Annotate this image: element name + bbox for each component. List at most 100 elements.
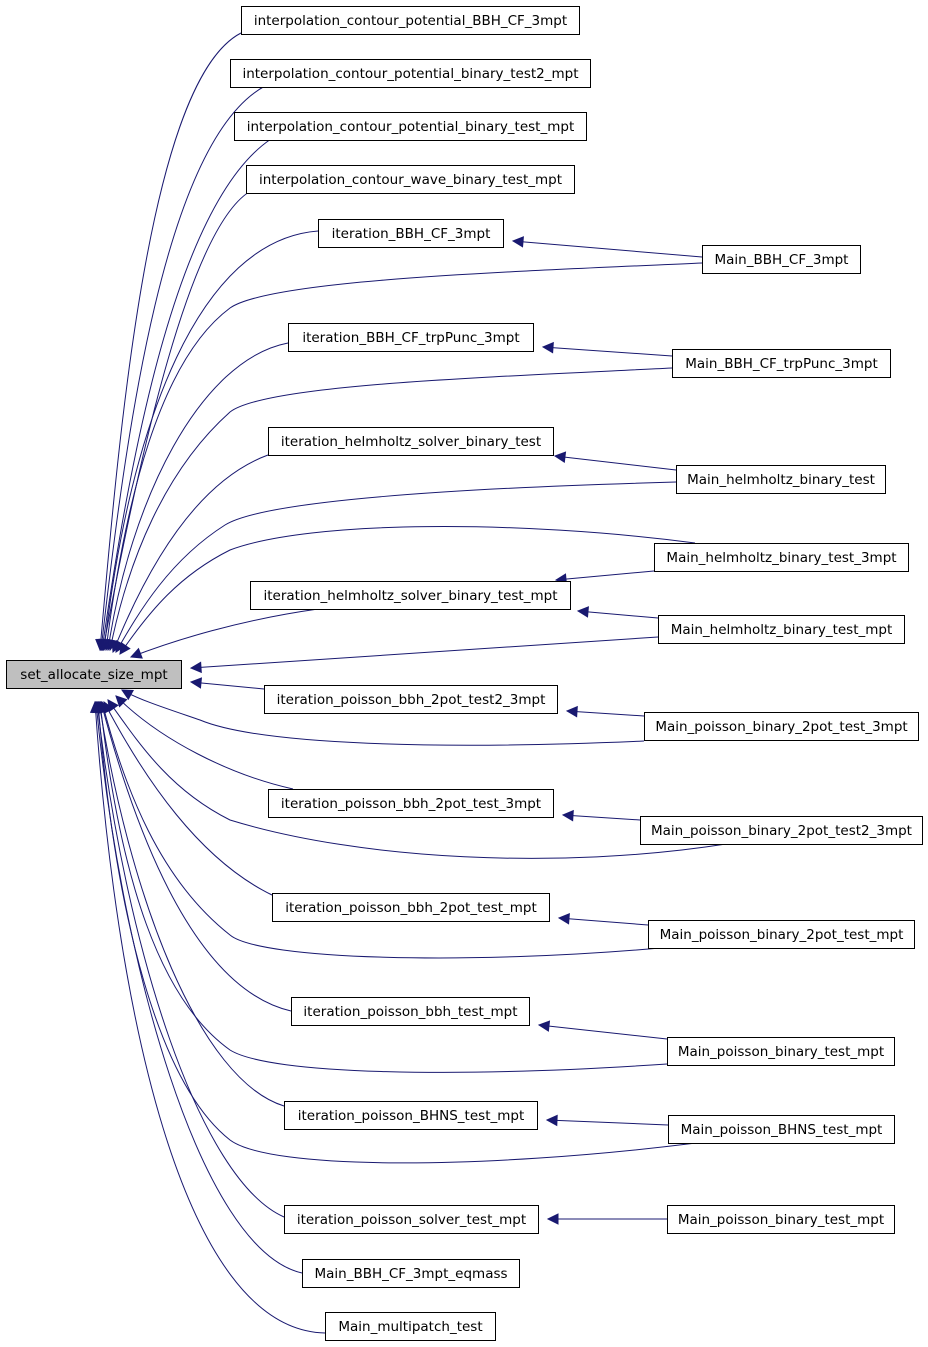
node-n-it-p2t2[interactable]: iteration_poisson_bbh_2pot_test2_3mpt (264, 685, 558, 714)
node-label: iteration_poisson_solver_test_mpt (297, 1212, 526, 1228)
node-box (672, 349, 891, 378)
edge-line (558, 917, 649, 926)
arrowhead (565, 705, 578, 718)
node-n-m-pb1[interactable]: Main_poisson_binary_test_mpt (667, 1037, 895, 1066)
node-n-m-helm[interactable]: Main_helmholtz_binary_test (676, 465, 886, 494)
node-n-m-multi[interactable]: Main_multipatch_test (325, 1312, 496, 1341)
node-n-icw-bt[interactable]: interpolation_contour_wave_binary_test_m… (246, 165, 575, 194)
edge-n_m_helm-to-n_it_helm (553, 451, 677, 471)
node-n-it-bbh[interactable]: iteration_BBH_CF_3mpt (318, 219, 504, 248)
node-label: iteration_poisson_bbh_test_mpt (303, 1004, 517, 1020)
node-label: Main_BBH_CF_trpPunc_3mpt (685, 356, 878, 372)
node-box (268, 427, 554, 456)
node-n-m-helm-mpt[interactable]: Main_helmholtz_binary_test_mpt (658, 615, 905, 644)
node-box (648, 920, 915, 949)
node-label: Main_poisson_binary_2pot_test_mpt (660, 927, 904, 943)
node-box (658, 615, 905, 644)
edge-line (101, 701, 661, 959)
node-n-it-p2t3[interactable]: iteration_poisson_bbh_2pot_test_3mpt (268, 789, 554, 818)
root-node[interactable]: set_allocate_size_mpt (6, 660, 182, 689)
node-n-icp-bbh[interactable]: interpolation_contour_potential_BBH_CF_3… (241, 6, 580, 35)
node-n-it-helm-mpt[interactable]: iteration_helmholtz_solver_binary_test_m… (250, 581, 571, 610)
node-label: Main_helmholtz_binary_test_3mpt (666, 550, 896, 566)
edge-line (554, 455, 677, 471)
node-box (644, 712, 919, 741)
node-label: interpolation_contour_potential_binary_t… (242, 66, 578, 82)
node-label: iteration_helmholtz_solver_binary_test (281, 434, 541, 450)
node-box (288, 323, 534, 352)
arrowhead (557, 913, 570, 925)
node-box (667, 1037, 895, 1066)
node-label: iteration_BBH_CF_3mpt (332, 226, 491, 242)
edge-line (103, 701, 273, 896)
edge-n_it_pbbh-to-root (98, 700, 292, 1012)
node-n-m-p2t3[interactable]: Main_poisson_binary_2pot_test_3mpt (644, 712, 919, 741)
edge-line (115, 481, 677, 653)
arrowhead (576, 606, 589, 618)
node-box (302, 1259, 520, 1288)
edge-n_m_multi-to-root (89, 700, 326, 1334)
node-n-it-ps[interactable]: iteration_poisson_solver_test_mpt (284, 1205, 539, 1234)
edge-n_it_p2tm-to-root (103, 701, 273, 896)
arrowhead (119, 642, 131, 655)
node-label: set_allocate_size_mpt (20, 667, 167, 683)
node-n-it-p2tm[interactable]: iteration_poisson_bbh_2pot_test_mpt (272, 893, 550, 922)
node-box (676, 465, 886, 494)
arrowhead (189, 661, 202, 674)
node-box (6, 660, 182, 689)
edge-line (95, 701, 303, 1274)
edge-n_m_helm-to-root (115, 481, 677, 653)
edge-n_it_bhns-to-root (94, 700, 285, 1107)
node-n-m-bbh[interactable]: Main_BBH_CF_3mpt (702, 245, 861, 274)
edge-n_m_bbh_eq-to-root (91, 700, 303, 1274)
node-label: Main_poisson_BHNS_test_mpt (681, 1122, 883, 1138)
arrowhead (537, 1020, 551, 1032)
node-n-m-pb2[interactable]: Main_poisson_binary_test_mpt (667, 1205, 895, 1234)
edge-line (105, 262, 703, 651)
node-box (654, 543, 909, 572)
node-box (702, 245, 861, 274)
node-n-m-bhns[interactable]: Main_poisson_BHNS_test_mpt (668, 1115, 895, 1144)
arrowhead (115, 695, 128, 708)
node-label: iteration_poisson_bbh_2pot_test2_3mpt (277, 692, 546, 708)
node-box (291, 997, 530, 1026)
node-n-m-p2t23[interactable]: Main_poisson_binary_2pot_test2_3mpt (640, 816, 923, 845)
arrowhead (541, 341, 554, 354)
node-label: Main_BBH_CF_3mpt (715, 252, 849, 268)
arrowhead (546, 1213, 559, 1225)
node-n-m-bbh-eq[interactable]: Main_BBH_CF_3mpt_eqmass (302, 1259, 520, 1288)
node-n-icp-bt[interactable]: interpolation_contour_potential_binary_t… (234, 112, 587, 141)
node-box (668, 1115, 895, 1144)
node-label: iteration_poisson_bbh_2pot_test_3mpt (281, 796, 541, 812)
node-box (250, 581, 571, 610)
edge-line (538, 1024, 668, 1040)
edge-line (96, 701, 285, 1218)
node-box (268, 789, 554, 818)
node-n-it-bhns[interactable]: iteration_poisson_BHNS_test_mpt (284, 1101, 538, 1130)
node-n-icp-bt2[interactable]: interpolation_contour_potential_binary_t… (230, 59, 591, 88)
node-label: interpolation_contour_potential_binary_t… (247, 119, 575, 135)
node-label: iteration_poisson_BHNS_test_mpt (298, 1108, 525, 1124)
node-n-m-p2tm[interactable]: Main_poisson_binary_2pot_test_mpt (648, 920, 915, 949)
edge-line (119, 526, 696, 655)
edge-line (190, 636, 659, 669)
node-box (272, 893, 550, 922)
edge-line (130, 608, 319, 658)
edge-line (98, 701, 285, 1107)
node-box (284, 1205, 539, 1234)
edge-n_m_p2t3-to-n_it_p2t2 (565, 705, 645, 718)
edge-line (546, 1119, 669, 1126)
node-label: iteration_BBH_CF_trpPunc_3mpt (302, 330, 519, 346)
edge-n_m_helm3-to-root (119, 526, 696, 655)
node-n-m-bbh-trp[interactable]: Main_BBH_CF_trpPunc_3mpt (672, 349, 891, 378)
node-box (241, 6, 580, 35)
node-n-it-pbbh[interactable]: iteration_poisson_bbh_test_mpt (291, 997, 530, 1026)
edge-line (512, 240, 703, 258)
edge-line (577, 610, 659, 619)
node-n-it-bbh-trp[interactable]: iteration_BBH_CF_trpPunc_3mpt (288, 323, 534, 352)
node-n-it-helm[interactable]: iteration_helmholtz_solver_binary_test (268, 427, 554, 456)
node-box (230, 59, 591, 88)
node-label: Main_BBH_CF_3mpt_eqmass (314, 1266, 507, 1282)
node-n-m-helm3[interactable]: Main_helmholtz_binary_test_3mpt (654, 543, 909, 572)
